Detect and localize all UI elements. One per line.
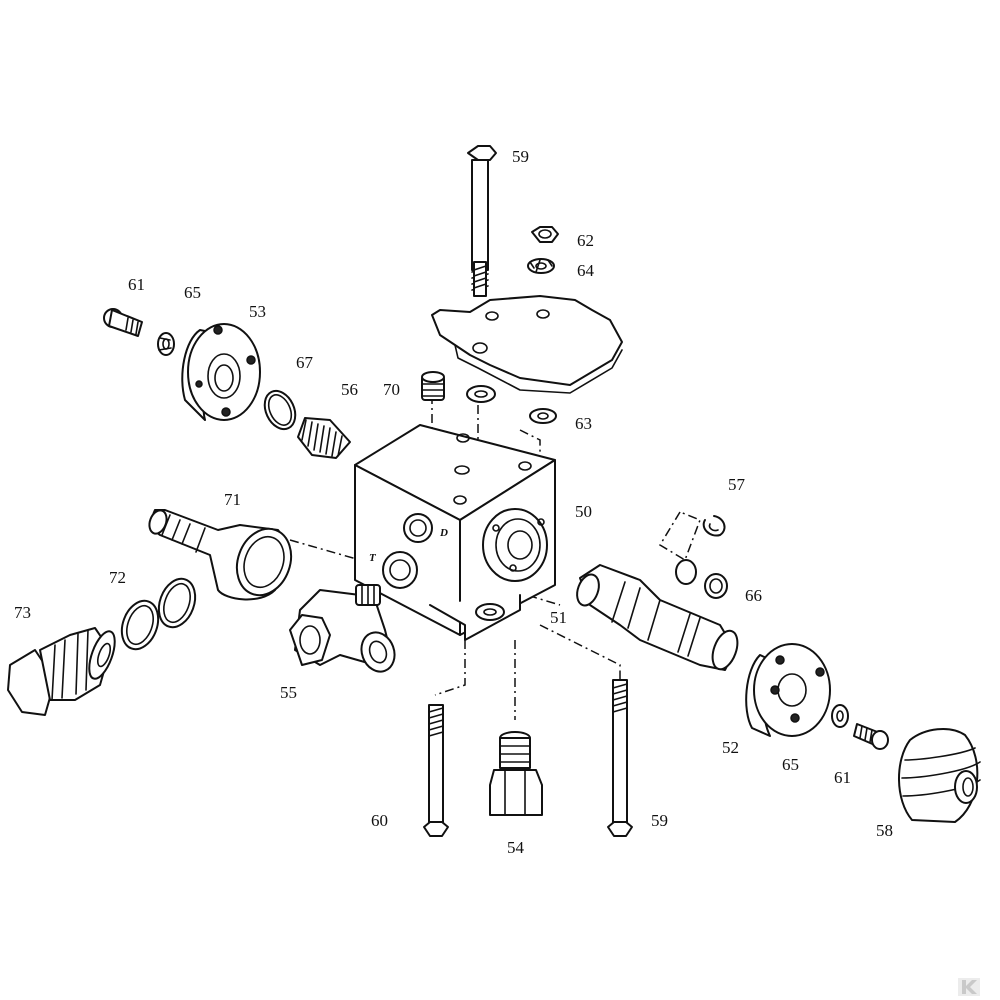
label-66: 66 <box>745 586 762 605</box>
label-61-right: 61 <box>834 768 851 787</box>
label-71: 71 <box>224 490 241 509</box>
label-62: 62 <box>577 231 594 250</box>
quick-coupling-73 <box>7 627 116 716</box>
end-cap-53 <box>181 323 261 421</box>
label-73: 73 <box>14 603 31 622</box>
spool <box>576 564 739 671</box>
lock-washer-64 <box>527 258 555 274</box>
label-59-bottom: 59 <box>651 811 668 830</box>
nut-62 <box>531 226 559 243</box>
label-61-left: 61 <box>128 275 145 294</box>
label-57: 57 <box>728 475 746 494</box>
label-51: 51 <box>550 608 567 627</box>
label-53: 53 <box>249 302 266 321</box>
bolt-60 <box>423 704 449 837</box>
fitting-54 <box>489 731 543 816</box>
o-ring-67 <box>263 389 297 431</box>
watermark-logo <box>958 978 980 996</box>
label-52: 52 <box>722 738 739 757</box>
fitting-51 <box>475 603 505 621</box>
elbow-fitting-71 <box>148 509 293 601</box>
port-mark-t: T <box>369 552 377 564</box>
label-65-right: 65 <box>782 755 799 774</box>
label-60: 60 <box>371 811 388 830</box>
bolt-59-bottom <box>607 679 633 837</box>
label-72: 72 <box>109 568 126 587</box>
bolt-59-top <box>467 145 497 297</box>
valve-block-50: T D <box>354 424 556 641</box>
seal-washer <box>466 385 496 403</box>
cap-58 <box>898 728 981 823</box>
label-67: 67 <box>296 353 314 372</box>
washer-65-right <box>831 704 849 728</box>
end-plate-52 <box>745 643 831 737</box>
spring-56 <box>297 417 351 459</box>
rings-66 <box>675 559 728 599</box>
port-mark-d: D <box>439 527 448 539</box>
part-labels: 59 62 64 61 65 53 67 56 70 63 50 57 71 7… <box>14 147 893 857</box>
label-59-top: 59 <box>512 147 529 166</box>
label-70: 70 <box>383 380 400 399</box>
washer-65-left <box>157 332 175 356</box>
cover-plate <box>431 295 623 394</box>
label-55: 55 <box>280 683 297 702</box>
snap-ring-57 <box>702 515 726 537</box>
plug-70 <box>421 371 445 401</box>
label-65-left: 65 <box>184 283 201 302</box>
washer-63 <box>529 408 557 424</box>
label-50: 50 <box>575 502 592 521</box>
bolt-61-right <box>853 723 889 750</box>
label-63: 63 <box>575 414 592 433</box>
label-54: 54 <box>507 838 525 857</box>
label-58: 58 <box>876 821 893 840</box>
elbow-connector-55 <box>289 584 396 673</box>
label-64: 64 <box>577 261 595 280</box>
label-56: 56 <box>341 380 358 399</box>
bolt-61-left <box>103 308 143 337</box>
o-rings-72 <box>120 577 197 651</box>
